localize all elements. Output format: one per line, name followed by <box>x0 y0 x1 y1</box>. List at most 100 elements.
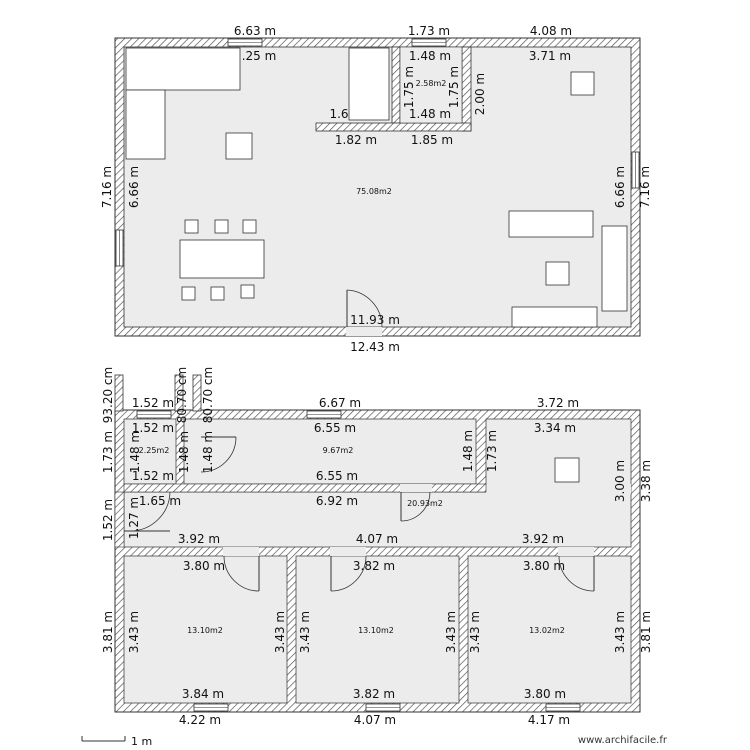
door-swing <box>223 555 260 592</box>
scale-bar: 1 m <box>81 735 152 748</box>
dim-label: 3.80 m <box>183 559 225 573</box>
dim-label: 1.75 m <box>447 66 461 108</box>
dim-label: 80.70 cm <box>201 367 215 423</box>
dim-label: 4.17 m <box>528 713 570 727</box>
dim-label: 3.82 m <box>353 559 395 573</box>
dim-label: 3.43 m <box>468 611 482 653</box>
dim-label: 4.07 m <box>354 713 396 727</box>
bedroom-2 <box>295 555 460 704</box>
box <box>570 71 595 96</box>
door-swing <box>400 491 431 522</box>
watermark-text: www.archifacile.fr <box>578 735 668 746</box>
dim-label: 3.43 m <box>613 611 627 653</box>
dim-label: 1.48 m <box>201 431 215 473</box>
cabinet <box>601 225 628 312</box>
dim-label: 6.66 m <box>613 166 627 208</box>
bottom-floor-plan: 93.20 cm 80.70 cm 80.70 cm 1.52 m 1.52 m… <box>101 367 653 727</box>
dim-label: 3.00 m <box>613 460 627 502</box>
chair <box>242 219 257 234</box>
door-swing <box>558 555 595 592</box>
dim-label: 1.48 m <box>128 431 142 473</box>
dim-label: 6.92 m <box>316 494 358 508</box>
door-swing <box>330 555 367 592</box>
dim-label: 1.82 m <box>335 133 377 147</box>
dim-label: 1.48 m <box>409 49 451 63</box>
dim-label: 80.70 cm <box>175 367 189 423</box>
dim-label: 1.75 m <box>402 66 416 108</box>
top-small-room-floor <box>399 46 463 124</box>
dim-label: 3.71 m <box>529 49 571 63</box>
dim-label: 3.80 m <box>524 687 566 701</box>
bedroom-1 <box>123 555 288 704</box>
dim-label: 3.84 m <box>182 687 224 701</box>
area-label: 13.10m2 <box>358 626 394 635</box>
dim-label: 3.82 m <box>353 687 395 701</box>
dim-label: 2.00 m <box>473 73 487 115</box>
dim-label: 3.81 m <box>101 611 115 653</box>
top-inner-wall-bottom <box>315 122 472 132</box>
dim-label: 4.22 m <box>179 713 221 727</box>
dim-label: 1.52 m <box>132 421 174 435</box>
dim-label: 1.85 m <box>411 133 453 147</box>
dim-label: 1.52 m <box>101 499 115 541</box>
top-floor-plan: 6.63 m .25 m 1.73 m 1.48 m 4.08 m 3.71 m… <box>100 24 652 354</box>
dim-label: 3.72 m <box>537 396 579 410</box>
sofa <box>508 210 594 238</box>
dim-label: 1.6 <box>329 107 348 121</box>
door-swing <box>346 289 383 328</box>
dim-label: 3.92 m <box>522 532 564 546</box>
dim-label: 1.65 m <box>139 494 181 508</box>
area-label: 75.08m2 <box>356 187 392 196</box>
chair <box>181 286 196 301</box>
dim-label: 3.34 m <box>534 421 576 435</box>
dim-label: 7.16 m <box>100 166 114 208</box>
dim-label: 3.81 m <box>639 611 653 653</box>
top-inner-wall-left <box>391 46 401 124</box>
dim-label: 1.73 m <box>101 431 115 473</box>
dim-label: 1.52 m <box>132 469 174 483</box>
dim-label: 3.38 m <box>639 460 653 502</box>
room-small <box>123 418 177 485</box>
scale-label: 1 m <box>131 735 152 748</box>
dim-label: 6.63 m <box>234 24 276 38</box>
area-label: 13.10m2 <box>187 626 223 635</box>
dim-label: 3.43 m <box>273 611 287 653</box>
dim-label: 1.48 m <box>461 430 475 472</box>
bedroom-3 <box>467 555 632 704</box>
counter <box>125 89 166 160</box>
bench <box>511 306 598 328</box>
chair <box>210 286 225 301</box>
dim-label: 6.55 m <box>314 421 356 435</box>
dim-label: 3.43 m <box>298 611 312 653</box>
box <box>554 457 580 483</box>
dim-label: 6.67 m <box>319 396 361 410</box>
chair <box>240 284 255 299</box>
dim-label: 6.66 m <box>127 166 141 208</box>
dim-label: .25 m <box>242 49 277 63</box>
dim-label: 3.43 m <box>127 611 141 653</box>
bottom-pillar <box>114 374 124 412</box>
dim-label: 1.48 m <box>177 431 191 473</box>
door-swing <box>129 491 171 532</box>
dim-label: 12.43 m <box>350 340 400 354</box>
area-label: 2.25m2 <box>139 446 170 455</box>
area-label: 20.93m2 <box>407 499 443 508</box>
area-label: 13.02m2 <box>529 626 565 635</box>
dim-label: 7.16 m <box>638 166 652 208</box>
dim-label: 6.55 m <box>316 469 358 483</box>
dim-label: 1.27 m <box>127 497 141 539</box>
dim-label: 11.93 m <box>350 313 400 327</box>
area-label: 9.67m2 <box>323 446 354 455</box>
cabinet <box>348 47 390 121</box>
box <box>545 261 570 286</box>
dim-label: 3.43 m <box>444 611 458 653</box>
dining-table <box>179 239 265 279</box>
dim-label: 1.73 m <box>408 24 450 38</box>
room-corridor <box>123 491 632 548</box>
top-door-gap <box>346 327 382 336</box>
counter <box>125 47 241 91</box>
chair <box>214 219 229 234</box>
dim-label: 4.07 m <box>356 532 398 546</box>
dim-label: 1.48 m <box>409 107 451 121</box>
chair <box>184 219 199 234</box>
